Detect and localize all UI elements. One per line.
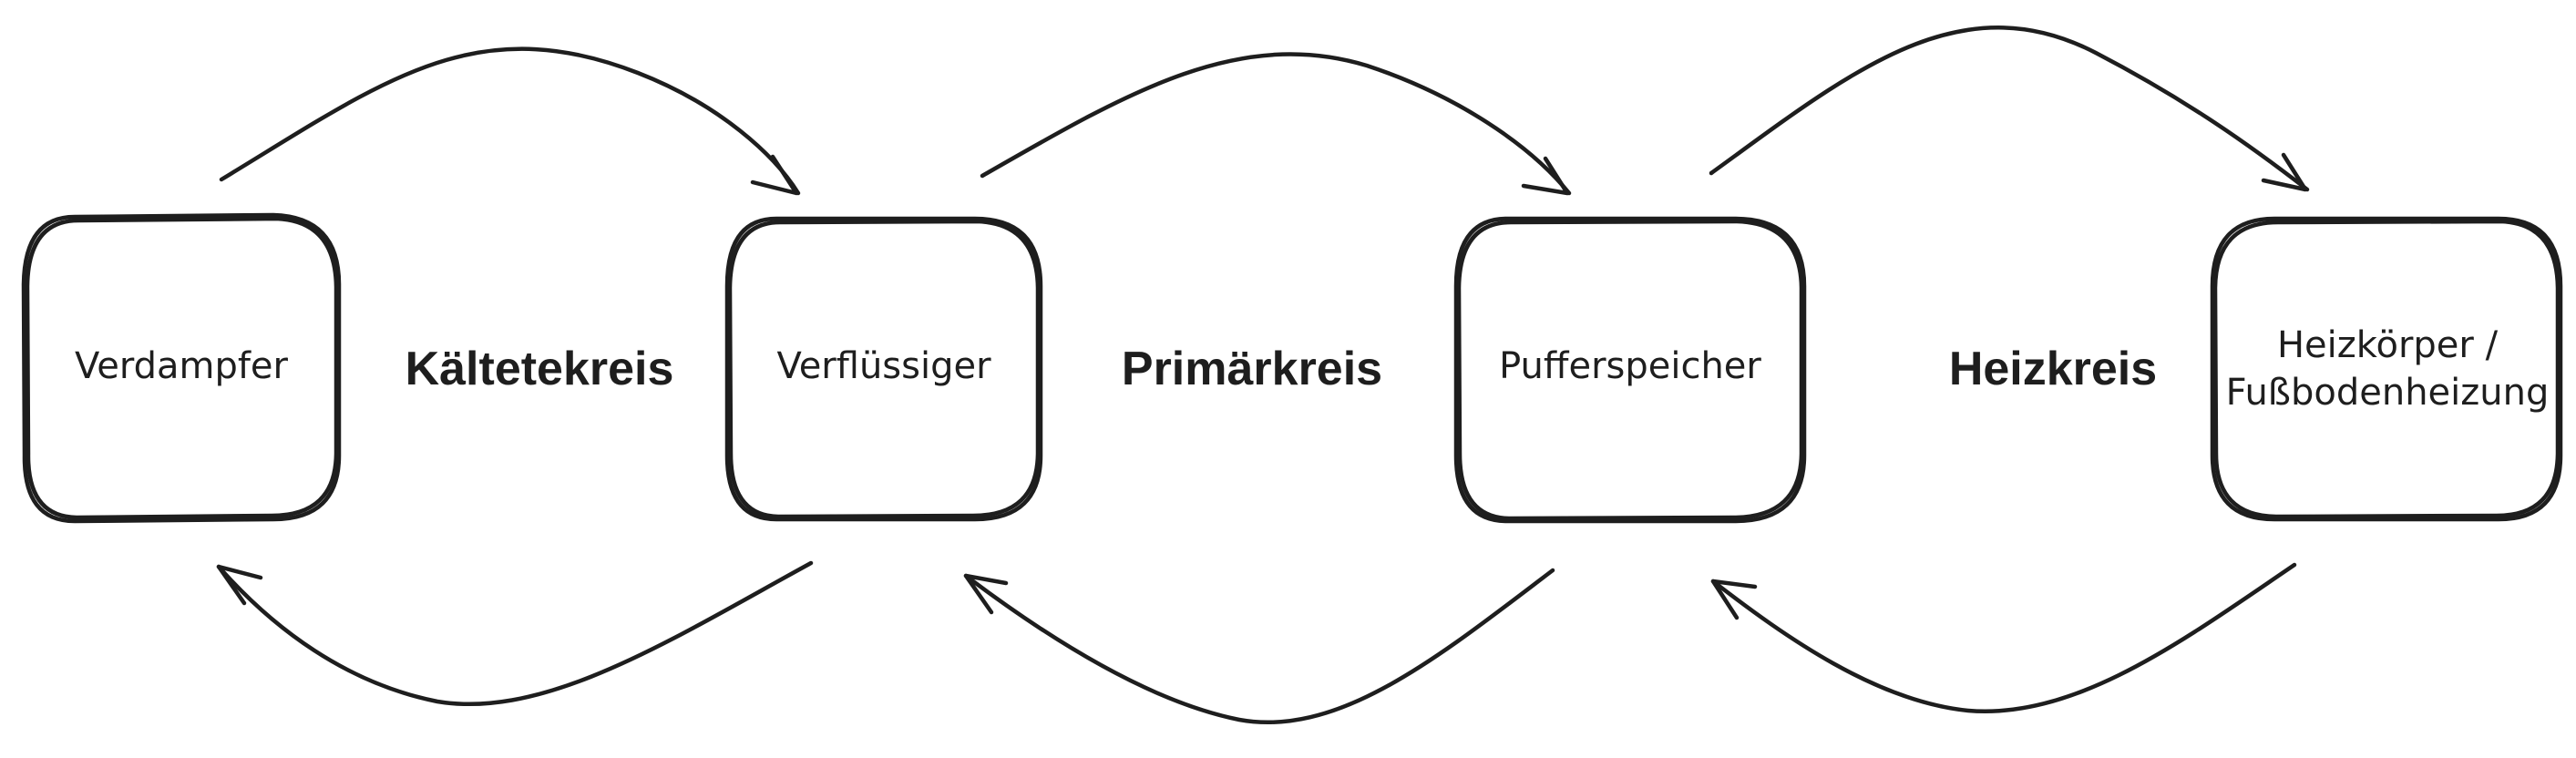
box-heizkoerper: [2210, 216, 2563, 522]
verfluessiger-label: Verflüssiger: [776, 345, 991, 387]
arrow-heizkoerper-to-pufferspeicher: [1710, 562, 2297, 714]
box-verdampfer: [21, 212, 342, 524]
arrow-verfluessiger-to-pufferspeicher: [980, 52, 1572, 196]
heizkoerper-label-line1: Heizkörper /: [2277, 324, 2499, 366]
circuit-label-primaerkreis: Primärkreis: [1122, 343, 1382, 395]
box-pufferspeicher: [1453, 216, 1807, 524]
verdampfer-label: Verdampfer: [75, 345, 289, 387]
box-verfluessiger: [724, 216, 1043, 522]
pufferspeicher-label: Pufferspeicher: [1499, 345, 1761, 387]
arrow-verfluessiger-to-verdampfer: [216, 560, 814, 707]
arrow-pufferspeicher-to-heizkoerper: [1709, 26, 2310, 192]
circuit-label-kaeltekreis: Kältetekreis: [405, 343, 674, 395]
arrow-pufferspeicher-to-verfluessiger: [963, 568, 1555, 725]
arrow-verdampfer-to-verfluessiger: [219, 46, 801, 196]
heizkoerper-label-line2: Fußbodenheizung: [2226, 372, 2550, 414]
circuit-label-heizkreis: Heizkreis: [1949, 343, 2157, 395]
